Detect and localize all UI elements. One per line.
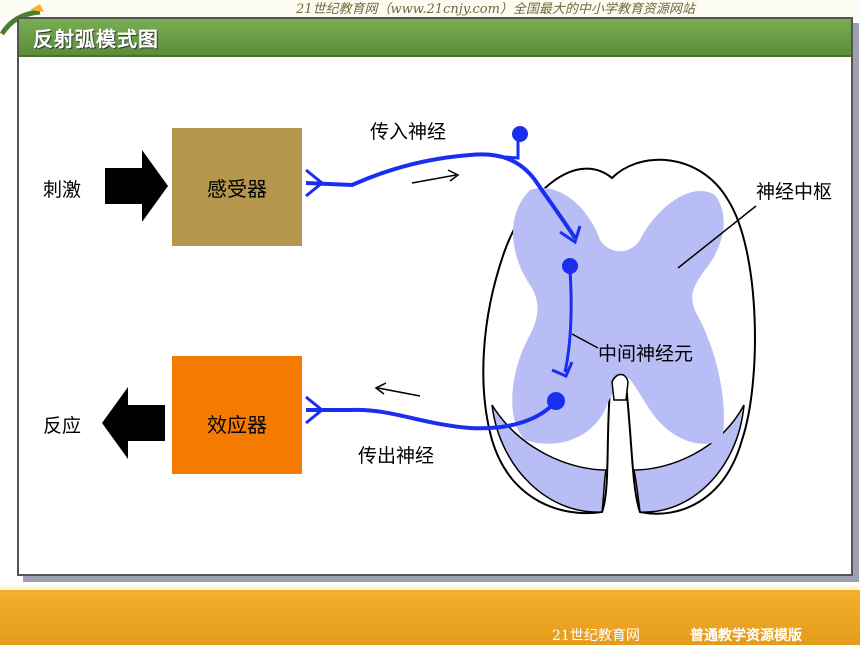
- slide-header: 反射弧模式图: [19, 19, 851, 57]
- efferent-nerve-fiber: [306, 399, 558, 431]
- afferent-synapse: [559, 225, 582, 245]
- ventral-white-matter: [491, 404, 607, 513]
- interneuron-leader: [571, 333, 599, 349]
- nerve-center-label: 神经中枢: [756, 181, 832, 203]
- ganglion-cell-body: [512, 126, 528, 142]
- reflex-arc-diagram: 刺激 感受器 传入神经 神经中枢 中间神经元 反应 效应器 传出神经: [43, 121, 832, 515]
- interneuron-cell-body: [562, 258, 578, 274]
- top-banner: 21世纪教育网（www.21cnjy.com）全国最大的中小学教育资源网站: [0, 0, 860, 18]
- central-canal: [611, 373, 629, 401]
- efferent-nerve-label: 传出神经: [358, 445, 434, 467]
- efferent-direction-arrowhead: [374, 382, 387, 395]
- receptor-label: 感受器: [207, 177, 267, 201]
- nerve-center-leader: [677, 205, 757, 269]
- efferent-direction-arrow: [377, 387, 421, 397]
- interneuron-axon: [563, 269, 573, 373]
- header-banner-text: 21世纪教育网（www.21cnjy.com）全国最大的中小学教育资源网站: [296, 2, 695, 17]
- response-label: 反应: [43, 415, 81, 437]
- footer-brand: 21世纪教育网: [552, 628, 640, 644]
- afferent-nerve-fiber: [305, 152, 577, 240]
- efferent-nerve-ending: [305, 395, 325, 425]
- effector-label: 效应器: [207, 413, 267, 437]
- ganglion-stalk: [504, 140, 520, 160]
- footer-stripe: [0, 586, 860, 590]
- gray-matter: [512, 188, 724, 444]
- afferent-nerve-ending: [305, 168, 325, 198]
- footer-template-name: 普通教学资源模版: [690, 628, 802, 644]
- footer-band: [0, 590, 860, 645]
- stimulus-label: 刺激: [43, 179, 81, 201]
- interneuron-synapse: [551, 361, 574, 378]
- interneuron-label: 中间神经元: [598, 343, 693, 365]
- slide-title: 反射弧模式图: [33, 27, 159, 51]
- afferent-direction-arrow: [411, 174, 457, 184]
- response-arrow-icon: [102, 387, 165, 459]
- receptor-box: [172, 128, 302, 246]
- stimulus-arrow-icon: [105, 150, 168, 222]
- ventral-white-matter-right: [633, 404, 745, 513]
- effector-box: [172, 356, 302, 474]
- afferent-nerve-label: 传入神经: [370, 121, 446, 143]
- afferent-direction-arrowhead: [447, 169, 460, 182]
